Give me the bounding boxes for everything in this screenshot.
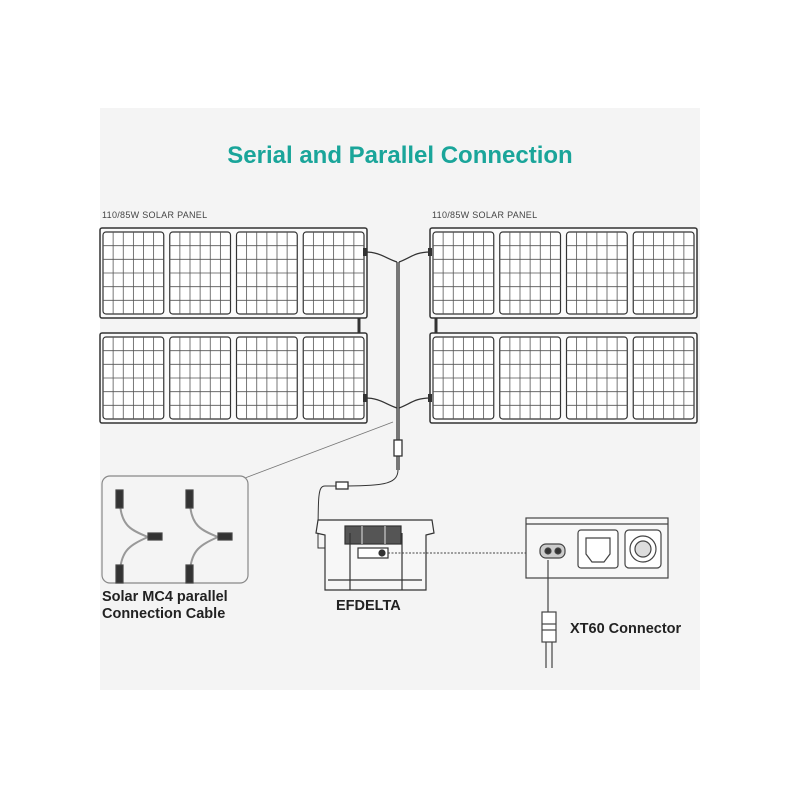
right-panel-label: 110/85W SOLAR PANEL: [432, 210, 538, 220]
mc4-label-line1: Solar MC4 parallel: [102, 589, 228, 605]
solar-panels: [99, 227, 698, 424]
diagram-title: Serial and Parallel Connection: [227, 142, 573, 169]
efdelta-label: EFDELTA: [336, 598, 401, 614]
xt60-port-panel: [525, 517, 669, 668]
panel-right-bottom: [429, 332, 698, 424]
panel-left-top: [99, 227, 368, 319]
left-panel-label: 110/85W SOLAR PANEL: [102, 210, 208, 220]
efdelta-power-station: [315, 519, 435, 591]
mc4-label-line2: Connection Cable: [102, 606, 226, 622]
panel-left-bottom: [99, 332, 368, 424]
xt60-label: XT60 Connector: [570, 621, 682, 637]
parallel-cables: [244, 248, 438, 549]
mc4-cable-illustration: [101, 475, 249, 584]
panel-right-top: [429, 227, 698, 319]
